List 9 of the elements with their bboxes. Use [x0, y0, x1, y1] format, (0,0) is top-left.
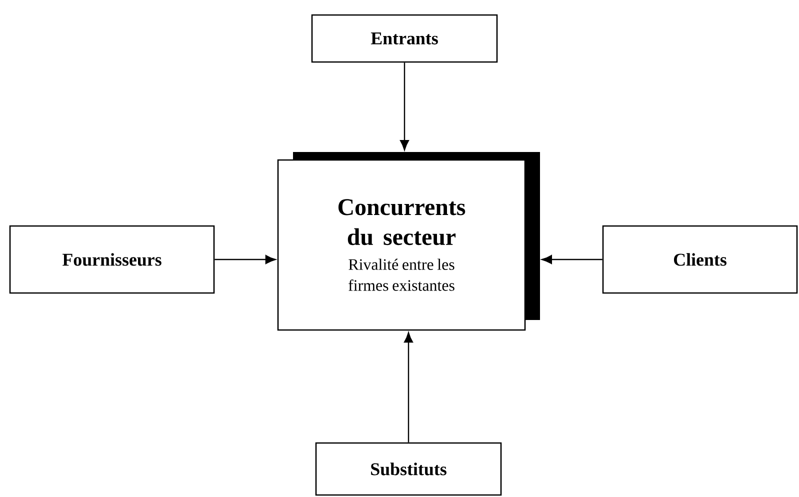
- process-box: Entrants: [311, 14, 498, 63]
- arrow: [400, 62, 409, 150]
- process-box: Substituts: [315, 442, 502, 496]
- process-box: Fournisseurs: [9, 225, 215, 294]
- process-box: Clients: [602, 225, 798, 294]
- arrow: [214, 255, 276, 264]
- arrow: [404, 332, 413, 442]
- arrow: [542, 255, 602, 264]
- concurrents-box: Concurrents du secteur Rivalité entre les firmes existantes: [277, 152, 540, 331]
